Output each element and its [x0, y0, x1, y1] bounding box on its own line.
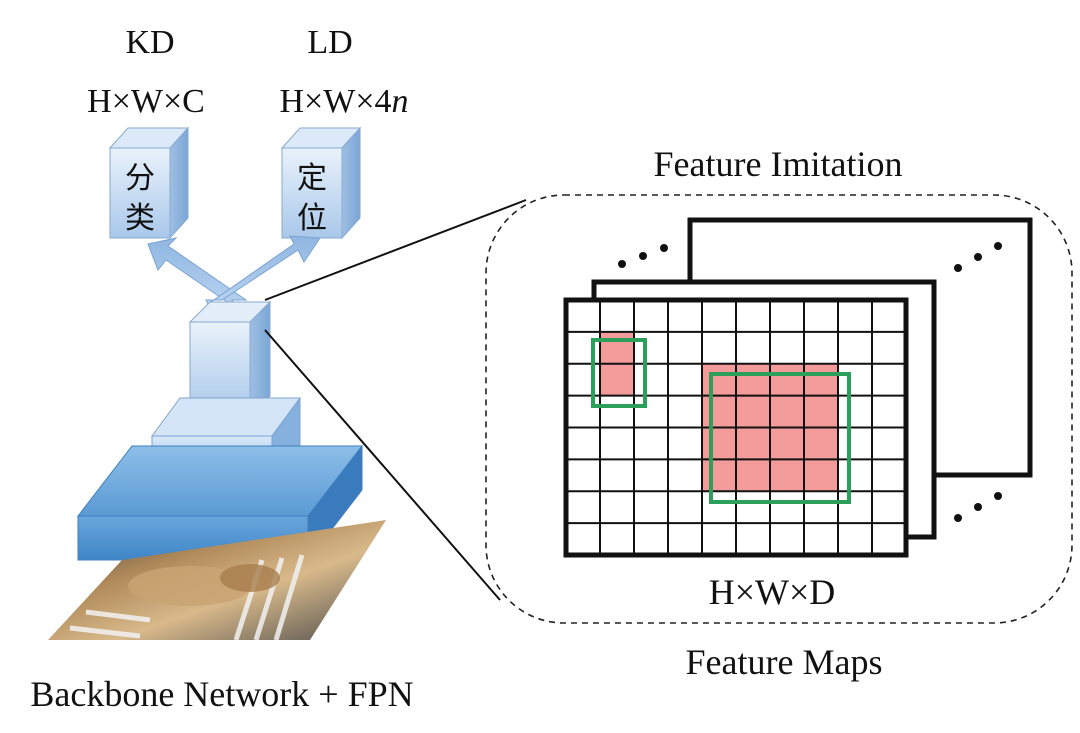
ld-title: LD [307, 24, 352, 61]
loc-char-2: 位 [297, 201, 327, 236]
kd-dims: H×W×C [87, 83, 205, 120]
input-image [48, 520, 386, 641]
kd-title: KD [125, 24, 174, 61]
backbone-label: Backbone Network + FPN [30, 674, 413, 714]
cls-char-2: 类 [125, 201, 155, 236]
ld-dims-var: n [392, 83, 409, 120]
grid-dims-label: H×W×D [709, 572, 836, 612]
imitation-box-small [591, 338, 647, 408]
classification-box: 分 类 [108, 126, 190, 240]
split-arrows [147, 235, 321, 310]
imitation-box-large [709, 372, 851, 504]
ellipsis-dots [618, 242, 1002, 522]
arrow-to-localization [205, 235, 321, 305]
backbone-pyramid [76, 300, 364, 562]
feature-maps-label: Feature Maps [686, 642, 883, 682]
feature-map-stack [563, 217, 1033, 558]
localization-box: 定 位 [280, 126, 362, 240]
arrow-to-classification [147, 237, 248, 310]
zoom-lines [264, 199, 527, 601]
ld-label-group: LD H×W×4n [280, 24, 409, 120]
cls-char-1: 分 [125, 161, 155, 196]
loc-char-1: 定 [297, 161, 327, 196]
ld-dims: H×W×4n [280, 83, 409, 120]
feature-imitation-label: Feature Imitation [654, 144, 903, 184]
kd-label-group: KD H×W×C [87, 24, 205, 120]
feature-imitation-region [485, 194, 1073, 624]
ld-dims-prefix: H×W×4 [280, 83, 392, 120]
feature-map-front [563, 297, 909, 558]
